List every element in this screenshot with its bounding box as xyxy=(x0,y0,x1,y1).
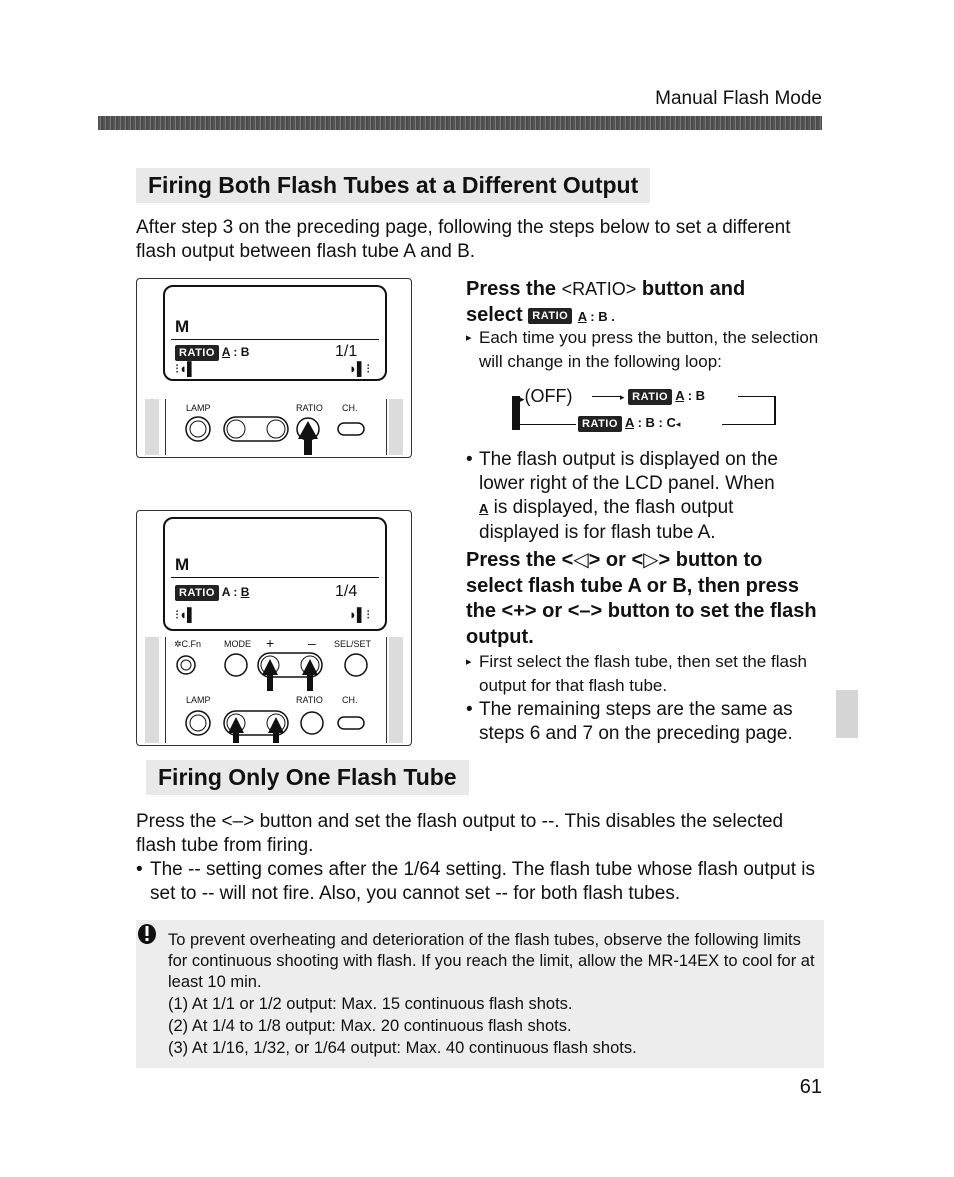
loop-ratio-ab: ▸ RATIO A : B xyxy=(620,388,706,405)
flash-a-icon: ⁝◖▌ xyxy=(175,607,197,622)
chapter-tab xyxy=(836,690,858,738)
ratio-loop-diagram: ▸(OFF) ▸ RATIO A : B RATIO A : B : C◂ xyxy=(512,384,778,432)
selset-button[interactable] xyxy=(344,653,368,677)
caution-note: To prevent overheating and deterioration… xyxy=(136,920,824,1068)
label-ratio: RATIO xyxy=(296,695,323,705)
loop-line xyxy=(722,424,776,425)
arrow-up-icon xyxy=(298,421,318,455)
side-strip xyxy=(145,637,159,743)
lcd-output: 1/1 xyxy=(335,343,358,360)
label-lamp: LAMP xyxy=(186,695,211,705)
step1-bullet-2: • The flash output is displayed on the l… xyxy=(466,449,778,543)
lcd-ratio-readout: RATIO A : B xyxy=(175,585,249,601)
ratio-b: B xyxy=(240,345,250,360)
label-minus: – xyxy=(308,635,316,651)
left-right-button[interactable] xyxy=(223,710,289,736)
arrow-up-icon xyxy=(262,659,278,691)
loop-ratio-abc: RATIO A : B : C◂ xyxy=(578,415,680,432)
flash-a-icon: ⁝◖▌ xyxy=(175,361,197,376)
loop-line xyxy=(512,424,576,425)
loop-line xyxy=(592,396,620,397)
label-ch: CH. xyxy=(342,403,358,413)
lcd-divider xyxy=(171,339,379,340)
loop-line xyxy=(512,396,520,397)
section2-paragraph: Press the <–> button and set the flash o… xyxy=(136,811,784,856)
page-number: 61 xyxy=(799,1076,822,1098)
lamp-button[interactable] xyxy=(185,416,211,442)
side-strip xyxy=(145,399,159,455)
left-right-button[interactable] xyxy=(223,416,289,442)
ratio-tag: RATIO xyxy=(175,345,219,361)
arrow-up-icon xyxy=(228,717,244,743)
label-lamp: LAMP xyxy=(186,403,211,413)
lcd-output: 1/4 xyxy=(335,583,358,600)
section2-bullet: • The -- setting comes after the 1/64 se… xyxy=(136,859,816,904)
step2-heading: Press the <◁> or <▷> button to select fl… xyxy=(466,549,817,648)
arrow-up-icon xyxy=(268,717,284,743)
arrow-up-icon xyxy=(302,659,318,691)
figure-lcd-panel-1: M RATIO A : B 1/1 ⁝◖▌ ◗▌⁝ LAMP RATIO CH. xyxy=(136,278,412,458)
label-ratio: RATIO xyxy=(296,403,323,413)
ch-switch[interactable] xyxy=(337,716,365,730)
lcd-mode: M xyxy=(175,317,190,336)
button-drawing-2 xyxy=(176,652,368,743)
ratio-sep: : xyxy=(233,585,238,600)
ratio-a: A xyxy=(221,345,231,360)
lcd-divider xyxy=(171,577,379,578)
flash-b-icon: ◗▌⁝ xyxy=(349,607,371,622)
loop-line xyxy=(774,396,776,424)
cfn-button[interactable] xyxy=(176,655,196,675)
ratio-button[interactable] xyxy=(300,711,324,735)
label-cfn: ✲C.Fn xyxy=(174,639,202,649)
plus-minus-button[interactable] xyxy=(257,652,323,678)
button-area-1: LAMP RATIO CH. xyxy=(165,399,387,455)
caution-item-1: (1) At 1/1 or 1/2 output: Max. 15 contin… xyxy=(168,995,573,1013)
button-drawing-1 xyxy=(185,416,365,455)
step1-heading: Press the <RATIO> button and select RATI… xyxy=(466,278,746,326)
figure-lcd-panel-2: M RATIO A : B 1/4 ⁝◖▌ ◗▌⁝ ✲C.Fn MODE + –… xyxy=(136,510,412,746)
ratio-tag: RATIO xyxy=(175,585,219,601)
ch-switch[interactable] xyxy=(337,422,365,436)
caution-icon xyxy=(138,924,156,944)
ratio-b: B xyxy=(240,585,250,600)
step2-bullet-2: • The remaining steps are the same as st… xyxy=(466,699,793,744)
running-header: Manual Flash Mode xyxy=(655,88,822,109)
mode-button[interactable] xyxy=(224,653,248,677)
label-selset: SEL/SET xyxy=(334,639,372,649)
step2-bullet-1: ▸ First select the flash tube, then set … xyxy=(466,652,807,695)
ratio-tag: RATIO xyxy=(528,307,573,324)
label-plus: + xyxy=(266,635,275,651)
loop-line xyxy=(738,396,776,397)
label-ch: CH. xyxy=(342,695,358,705)
caution-text: To prevent overheating and deterioration… xyxy=(168,931,815,991)
caution-item-3: (3) At 1/16, 1/32, or 1/64 output: Max. … xyxy=(168,1039,637,1057)
ratio-button-ref: <RATIO> xyxy=(561,279,637,299)
lcd-screen-1: M RATIO A : B 1/1 ⁝◖▌ ◗▌⁝ xyxy=(163,285,387,381)
ratio-sep: : xyxy=(233,345,238,360)
lcd-mode: M xyxy=(175,555,190,574)
section-intro: After step 3 on the preceding page, foll… xyxy=(136,217,791,262)
label-mode: MODE xyxy=(224,639,251,649)
lcd-screen-2: M RATIO A : B 1/4 ⁝◖▌ ◗▌⁝ xyxy=(163,517,387,631)
side-strip xyxy=(389,399,403,455)
loop-off: ▸(OFF) xyxy=(520,386,573,406)
caution-item-2: (2) At 1/4 to 1/8 output: Max. 20 contin… xyxy=(168,1017,572,1035)
loop-line xyxy=(512,396,520,430)
side-strip xyxy=(389,637,403,743)
step1-bullet-1: ▸ Each time you press the button, the se… xyxy=(466,328,819,371)
ratio-a: A xyxy=(221,585,231,600)
flash-b-icon: ◗▌⁝ xyxy=(349,361,371,376)
lcd-ratio-readout: RATIO A : B xyxy=(175,345,249,361)
button-area-2: ✲C.Fn MODE + – SEL/SET LAMP RATIO CH. xyxy=(165,635,387,743)
header-rule xyxy=(98,116,822,130)
lamp-button[interactable] xyxy=(185,710,211,736)
section-title-one-tube: Firing Only One Flash Tube xyxy=(146,760,469,795)
section-title-different-output: Firing Both Flash Tubes at a Different O… xyxy=(136,168,651,203)
